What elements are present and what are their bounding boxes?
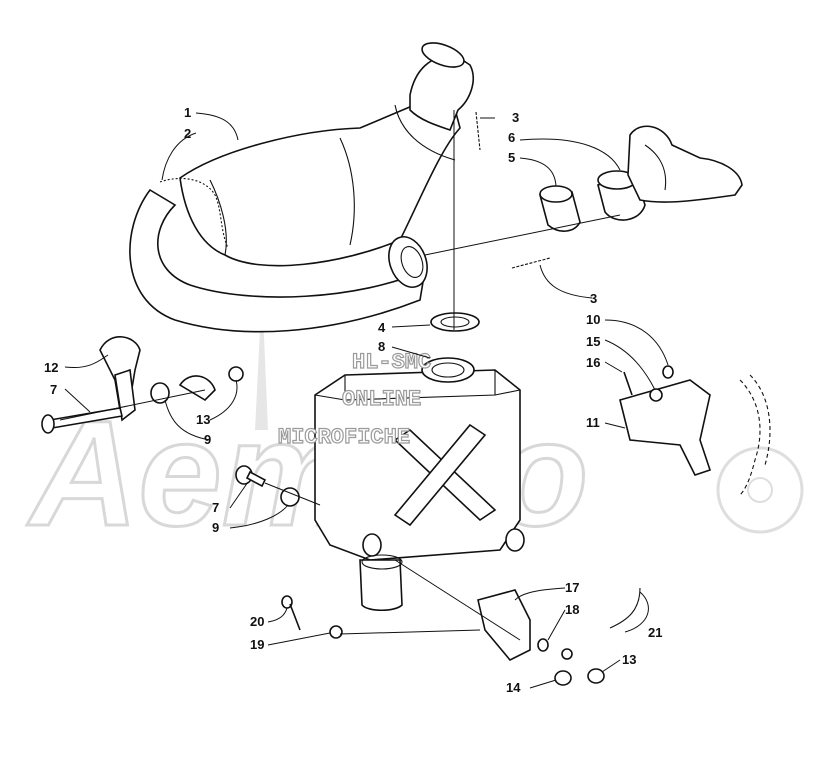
callout-9-left: 9 [204, 432, 211, 447]
callout-10: 10 [586, 312, 600, 327]
callout-3-bottom: 3 [590, 291, 597, 306]
callout-8: 8 [378, 339, 385, 354]
callout-7-left: 7 [50, 382, 57, 397]
seals-and-manifold [430, 125, 743, 332]
callout-15: 15 [586, 334, 600, 349]
callouts: 1 2 3 3 4 5 6 7 7 8 9 9 10 11 12 13 13 1… [44, 105, 662, 695]
exhaust-pipe [129, 42, 551, 333]
callout-18: 18 [565, 602, 579, 617]
callout-17: 17 [565, 580, 579, 595]
lower-bracket-assembly [281, 559, 641, 686]
watermark-line1: HL-SMC [352, 350, 431, 375]
callout-2: 2 [184, 126, 191, 141]
watermark-line2: ONLINE [342, 387, 421, 412]
muffler-mount-hardware [235, 465, 321, 507]
watermark-wheel-icon [716, 446, 804, 534]
watermark-tower-icon [255, 290, 268, 430]
watermark-overlay: HL-SMC ONLINE MICROFICHE [277, 349, 431, 450]
leader-lines [64, 112, 669, 689]
callout-13-left: 13 [196, 412, 210, 427]
callout-11: 11 [586, 415, 600, 430]
callout-13-bottom: 13 [622, 652, 636, 667]
callout-14: 14 [506, 680, 521, 695]
callout-5: 5 [508, 150, 515, 165]
callout-19: 19 [250, 637, 264, 652]
callout-16: 16 [586, 355, 600, 370]
callout-21: 21 [648, 625, 662, 640]
callout-4: 4 [378, 320, 386, 335]
callout-3-top: 3 [512, 110, 519, 125]
callout-12: 12 [44, 360, 58, 375]
callout-20: 20 [250, 614, 264, 629]
callout-6: 6 [508, 130, 515, 145]
muffler [314, 357, 525, 612]
watermark-line3: MICROFICHE [278, 425, 410, 450]
callout-9-mid: 9 [212, 520, 219, 535]
right-bracket-assembly [619, 365, 771, 496]
callout-7-mid: 7 [212, 500, 219, 515]
callout-1: 1 [184, 105, 191, 120]
